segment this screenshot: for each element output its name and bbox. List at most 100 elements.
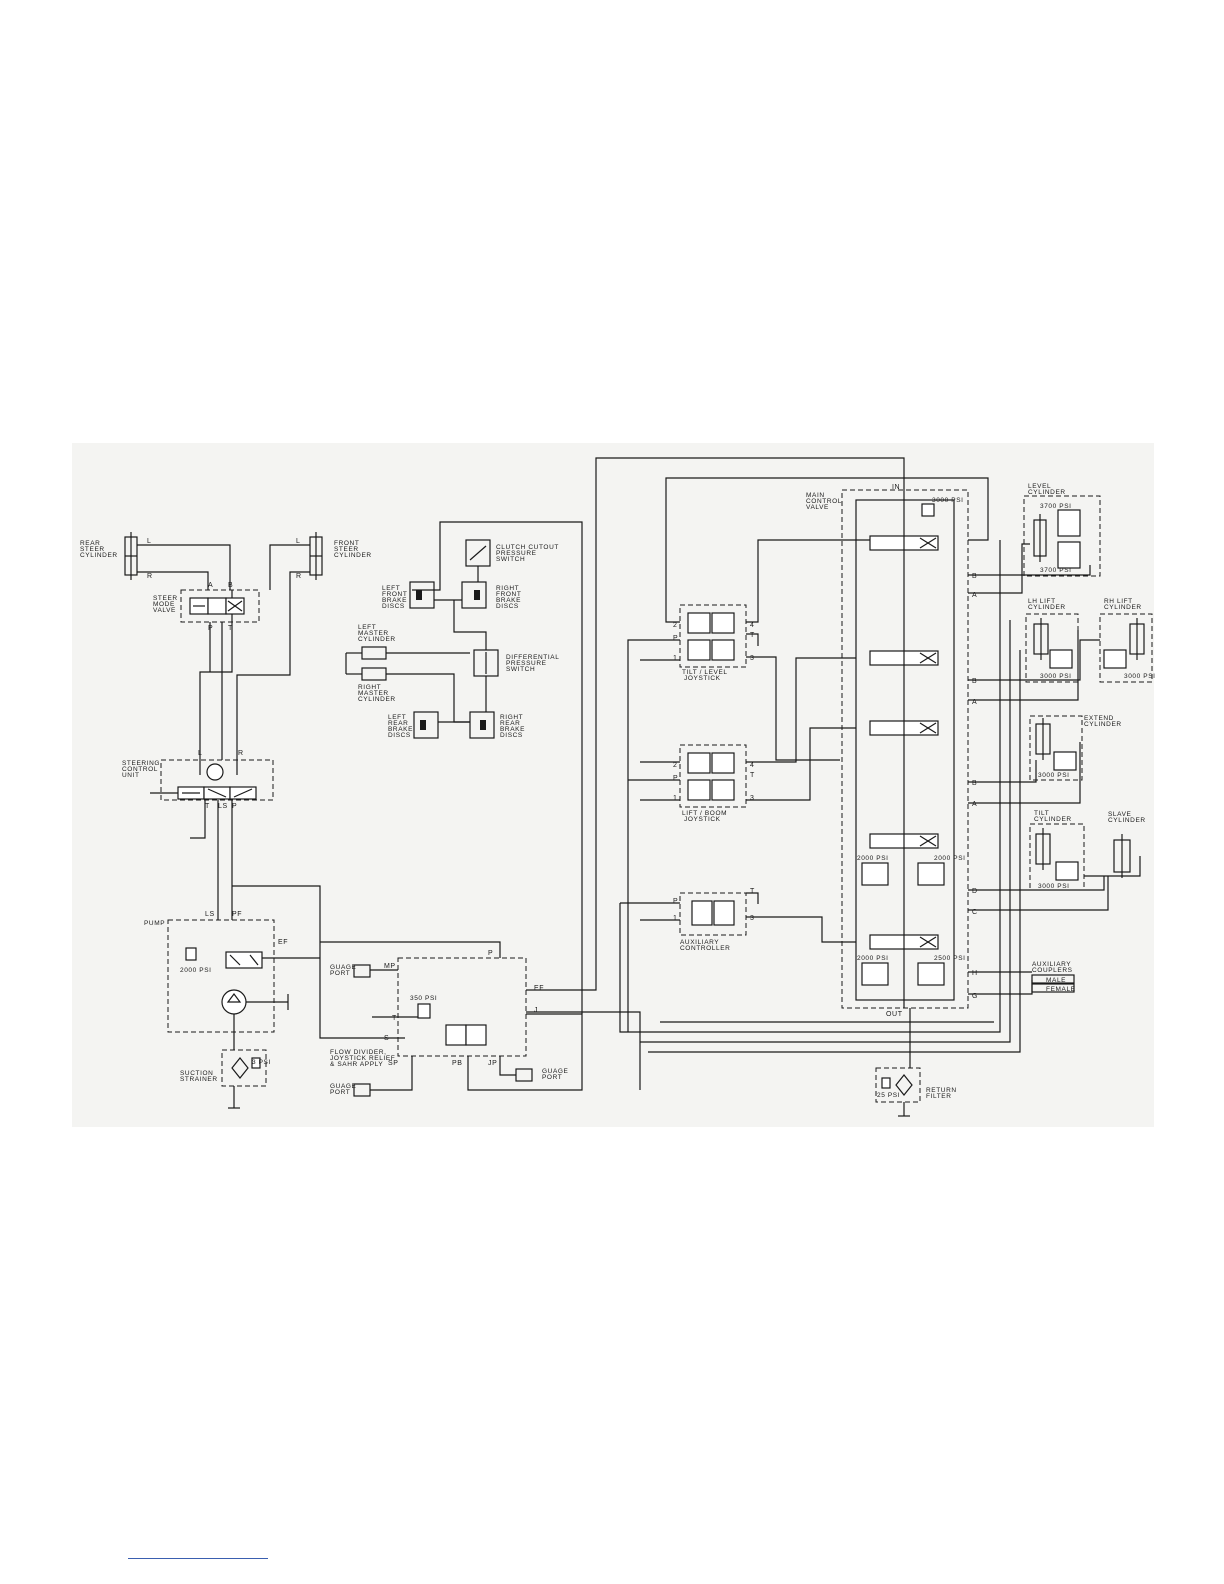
svg-text:CYLINDER: CYLINDER <box>358 636 396 643</box>
svg-text:2500 PSI: 2500 PSI <box>934 955 966 962</box>
svg-text:CYLINDER: CYLINDER <box>1034 816 1072 823</box>
svg-text:2000 PSI: 2000 PSI <box>180 967 212 974</box>
svg-text:DISCS: DISCS <box>496 603 519 610</box>
svg-text:CONTROL: CONTROL <box>122 766 158 773</box>
svg-text:P: P <box>488 950 493 957</box>
svg-text:REAR: REAR <box>500 720 520 727</box>
svg-text:3: 3 <box>750 915 755 922</box>
svg-text:DIFFERENTIAL: DIFFERENTIAL <box>506 654 559 661</box>
slave-cylinder: SLAVE CYLINDER <box>1108 811 1145 878</box>
svg-text:CYLINDER: CYLINDER <box>1084 721 1122 728</box>
svg-text:FRONT: FRONT <box>496 591 521 598</box>
left-front-brake: LEFT FRONT BRAKE DISCS <box>382 581 435 610</box>
svg-text:GUAGE: GUAGE <box>330 1083 357 1090</box>
svg-text:JP: JP <box>488 1060 497 1067</box>
svg-text:3000 PSI: 3000 PSI <box>1038 772 1070 779</box>
right-front-brake: RIGHT FRONT BRAKE DISCS <box>461 581 521 610</box>
svg-text:CYLINDER: CYLINDER <box>80 552 118 559</box>
svg-text:4: 4 <box>750 762 755 769</box>
svg-text:& SAHR APPLY: & SAHR APPLY <box>330 1061 383 1068</box>
main-control-valve: MAIN CONTROL VALVE IN OUT 3000 PSI 2000 … <box>806 484 978 1018</box>
svg-text:T: T <box>228 625 233 632</box>
svg-text:BRAKE: BRAKE <box>496 597 521 604</box>
auxiliary-couplers: MALE FEMALE AUXILIARY COUPLERS <box>1031 961 1075 993</box>
svg-text:MP: MP <box>384 963 396 970</box>
svg-text:3: 3 <box>750 795 755 802</box>
flow-divider-valve: P MP T S SP PB JP J EF 350 PSI FLOW DIVI… <box>330 950 544 1068</box>
svg-text:25 PSI: 25 PSI <box>877 1092 900 1099</box>
svg-text:RH LIFT: RH LIFT <box>1104 598 1133 605</box>
svg-text:B: B <box>228 582 233 589</box>
svg-text:RIGHT: RIGHT <box>500 714 523 721</box>
svg-text:G: G <box>972 993 978 1000</box>
tilt-cylinder: 3000 PSI TILT CYLINDER <box>1029 810 1085 891</box>
svg-text:3700 PSI: 3700 PSI <box>1040 503 1072 510</box>
svg-text:CYLINDER: CYLINDER <box>1028 604 1066 611</box>
svg-text:2000 PSI: 2000 PSI <box>934 855 966 862</box>
svg-text:JOYSTICK: JOYSTICK <box>684 816 721 823</box>
svg-text:2000 PSI: 2000 PSI <box>857 955 889 962</box>
svg-text:T: T <box>750 888 755 895</box>
svg-text:PORT: PORT <box>542 1074 562 1081</box>
rh-lift-cylinder: 3000 PSI RH LIFT CYLINDER <box>1099 598 1156 683</box>
svg-text:3700 PSI: 3700 PSI <box>1040 567 1072 574</box>
svg-text:R: R <box>296 573 302 580</box>
svg-text:R: R <box>147 573 153 580</box>
svg-text:LEFT: LEFT <box>388 714 406 721</box>
svg-text:EF: EF <box>534 985 544 992</box>
return-filter: 25 PSI RETURN FILTER <box>875 1067 956 1117</box>
svg-text:PUMP: PUMP <box>144 920 165 927</box>
svg-text:BRAKE: BRAKE <box>500 726 525 733</box>
svg-text:MAIN: MAIN <box>806 492 825 499</box>
svg-text:CYLINDER: CYLINDER <box>358 696 396 703</box>
svg-text:OUT: OUT <box>886 1011 903 1018</box>
lh-lift-cylinder: 3000 PSI LH LIFT CYLINDER <box>1025 598 1079 683</box>
svg-text:SWITCH: SWITCH <box>506 666 535 673</box>
svg-text:3 PSI: 3 PSI <box>252 1059 271 1066</box>
svg-text:B: B <box>972 678 977 685</box>
svg-text:SP: SP <box>388 1060 399 1067</box>
svg-text:A: A <box>208 582 213 589</box>
svg-text:EXTEND: EXTEND <box>1084 715 1114 722</box>
svg-text:LIFT / BOOM: LIFT / BOOM <box>682 810 727 817</box>
svg-text:AUXILIARY: AUXILIARY <box>680 939 719 946</box>
svg-text:AUXILIARY: AUXILIARY <box>1032 961 1071 968</box>
rear-steer-cylinder: REAR STEER CYLINDER L R <box>80 532 153 580</box>
svg-text:3000 PSI: 3000 PSI <box>932 497 964 504</box>
svg-text:STEER: STEER <box>153 595 178 602</box>
svg-text:1: 1 <box>673 655 678 662</box>
svg-text:VALVE: VALVE <box>153 607 176 614</box>
svg-text:SWITCH: SWITCH <box>496 556 525 563</box>
svg-text:REAR: REAR <box>80 540 100 547</box>
svg-text:LEFT: LEFT <box>358 624 376 631</box>
svg-text:1: 1 <box>673 795 678 802</box>
svg-text:PRESSURE: PRESSURE <box>506 660 547 667</box>
svg-text:REAR: REAR <box>388 720 408 727</box>
svg-text:PORT: PORT <box>330 1089 350 1096</box>
svg-text:COUPLERS: COUPLERS <box>1032 967 1073 974</box>
svg-text:MASTER: MASTER <box>358 630 389 637</box>
svg-text:PORT: PORT <box>330 970 350 977</box>
svg-text:FRONT: FRONT <box>382 591 407 598</box>
svg-text:4: 4 <box>750 622 755 629</box>
svg-text:GUAGE: GUAGE <box>542 1068 569 1075</box>
svg-text:A: A <box>972 592 977 599</box>
svg-text:S: S <box>384 1035 389 1042</box>
svg-text:VALVE: VALVE <box>806 504 829 511</box>
svg-text:MASTER: MASTER <box>358 690 389 697</box>
svg-text:RIGHT: RIGHT <box>358 684 381 691</box>
svg-text:GUAGE: GUAGE <box>330 964 357 971</box>
svg-text:3000 PSI: 3000 PSI <box>1124 673 1156 680</box>
svg-text:FILTER: FILTER <box>926 1093 952 1100</box>
svg-text:1: 1 <box>673 915 678 922</box>
svg-text:P: P <box>232 803 237 810</box>
schematic-frame <box>72 443 1154 1127</box>
svg-text:UNIT: UNIT <box>122 772 140 779</box>
svg-text:A: A <box>972 699 977 706</box>
pump-assembly: PUMP LS PF EF 2000 PSI <box>144 911 320 1050</box>
svg-text:TILT: TILT <box>1034 810 1049 817</box>
svg-text:RIGHT: RIGHT <box>496 585 519 592</box>
svg-text:H: H <box>972 970 978 977</box>
gauge-port-1: GUAGE PORT <box>330 964 371 978</box>
svg-text:STEER: STEER <box>334 546 359 553</box>
